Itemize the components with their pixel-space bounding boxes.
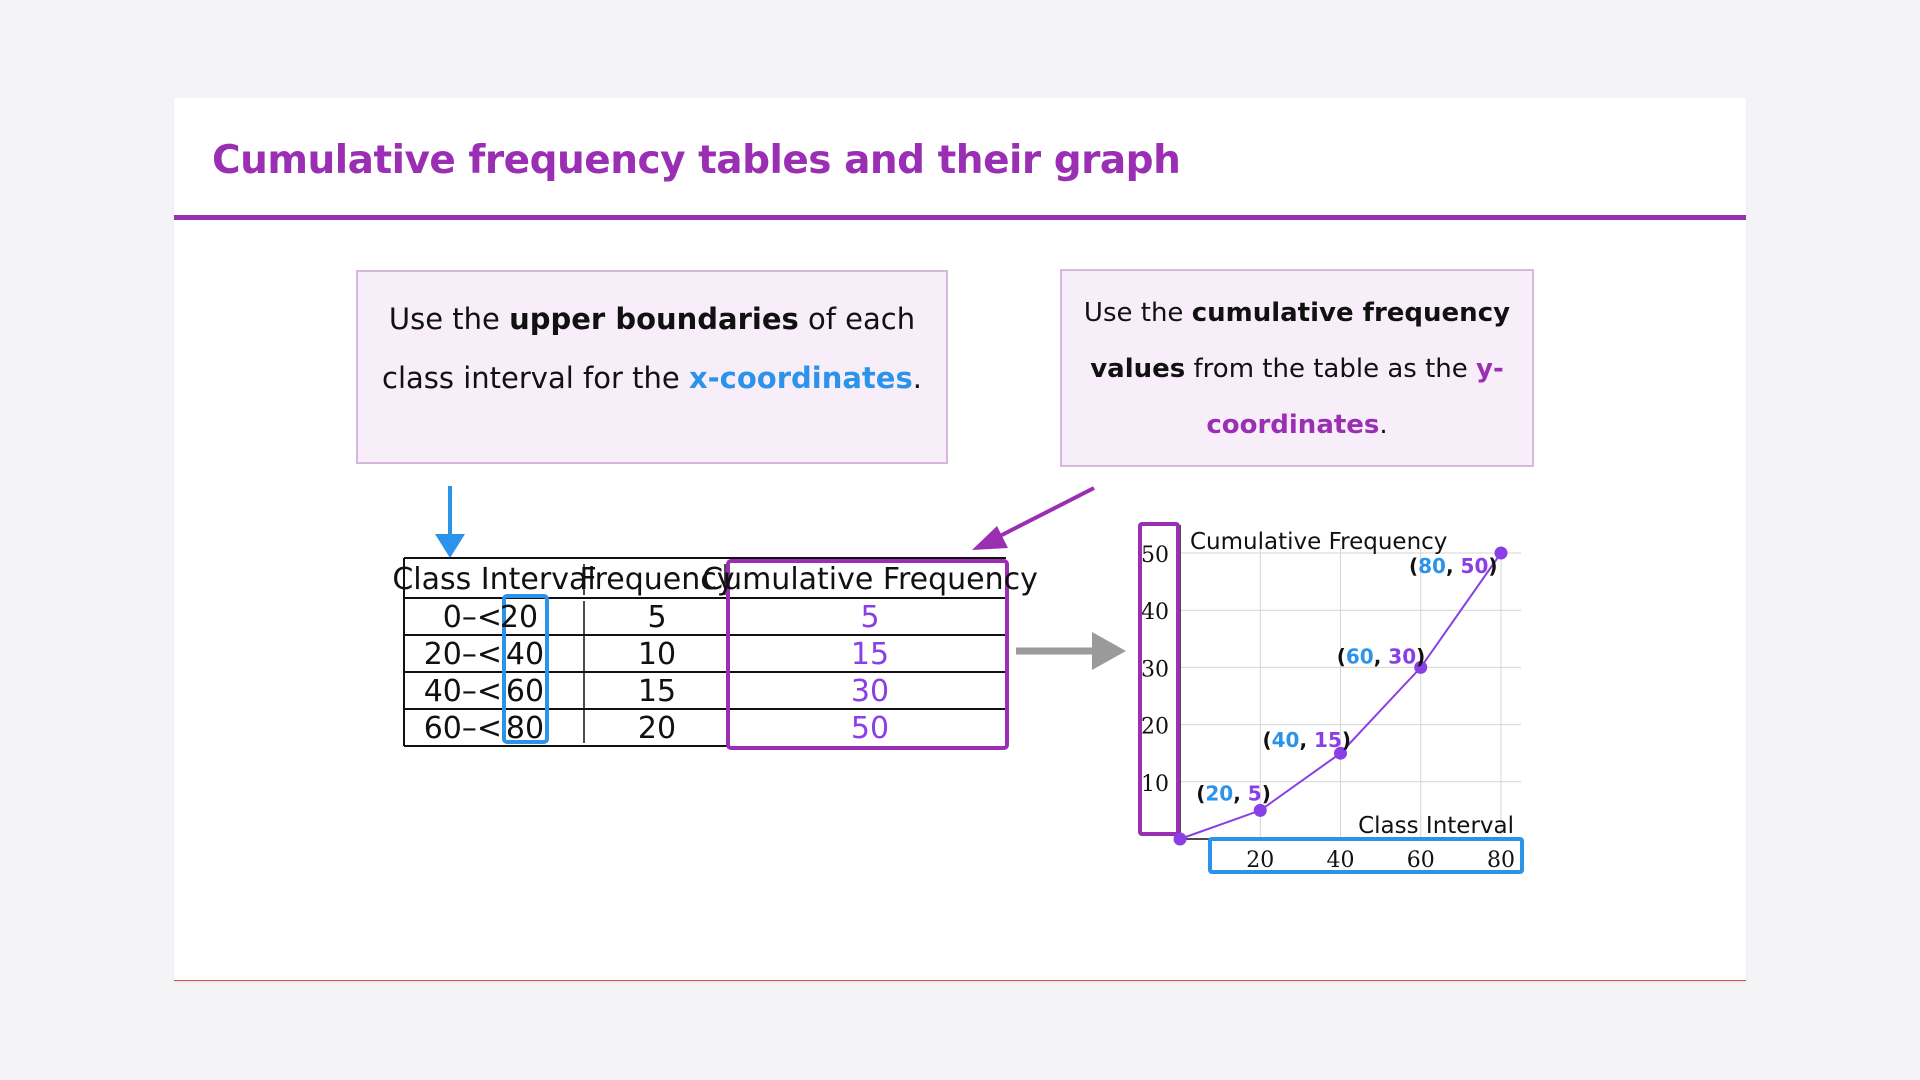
- frequency-cell: 20: [637, 711, 677, 746]
- y-axis-highlight: [1138, 522, 1180, 836]
- data-point: [1253, 803, 1267, 817]
- upper-boundary-highlight: [502, 594, 549, 744]
- interval-upper: 80: [505, 711, 545, 746]
- interval-prefix: 20–<: [423, 637, 502, 672]
- down-arrow-icon: [435, 534, 465, 558]
- y-tick-label: 30: [1141, 657, 1169, 682]
- x-tick-label: 40: [1327, 848, 1355, 873]
- data-label: (80, 50): [1409, 554, 1498, 578]
- interval-upper: 40: [505, 637, 545, 672]
- cumulative-cell: 15: [850, 637, 890, 672]
- x-tick-label: 20: [1246, 848, 1274, 873]
- frequency-cell: 15: [637, 674, 677, 709]
- data-label: (40, 15): [1263, 728, 1352, 752]
- diagonal-arrow-shaft: [995, 486, 1095, 540]
- data-point: [1494, 546, 1508, 560]
- callout-y-coordinates: Use the cumulative frequency values from…: [1060, 269, 1534, 467]
- cumulative-column-highlight: [726, 559, 1009, 750]
- interval-upper: 60: [505, 674, 545, 709]
- x-axis-title: Class Interval: [1358, 813, 1514, 839]
- interval-prefix: 0–<: [442, 600, 502, 635]
- callout-right-middle: from the table as the: [1185, 354, 1477, 384]
- callout-left-prefix: Use the: [388, 302, 510, 336]
- data-label: (20, 5): [1196, 781, 1271, 805]
- y-tick-label: 40: [1141, 600, 1169, 625]
- data-point: [1173, 832, 1187, 846]
- header-cumulative-frequency: Cumulative Frequency: [702, 562, 1038, 597]
- y-tick-label: 20: [1141, 715, 1169, 740]
- right-arrow-icon: [1092, 632, 1126, 670]
- slide: Cumulative frequency tables and their gr…: [174, 98, 1746, 981]
- y-axis-title: Cumulative Frequency: [1190, 529, 1447, 555]
- cumulative-cell: 30: [850, 674, 890, 709]
- cumulative-cell: 50: [850, 711, 890, 746]
- x-axis-highlight: [1208, 837, 1524, 874]
- cumulative-cell: 5: [860, 600, 880, 635]
- header-class-interval: Class Interval: [392, 562, 596, 597]
- cumulative-frequency-chart: 10 20 30 40 50 20 40 60 80 Cumulative FrequencyCl…: [1138, 522, 1524, 874]
- interval-upper: 20: [499, 600, 539, 635]
- title-divider: [174, 215, 1746, 220]
- frequency-cell: 10: [637, 637, 677, 672]
- x-tick-label: 80: [1487, 848, 1515, 873]
- interval-prefix: 60–<: [423, 711, 502, 746]
- page-title: Cumulative frequency tables and their gr…: [212, 138, 1181, 183]
- callout-right-suffix: .: [1379, 410, 1388, 440]
- data-point: [1334, 746, 1347, 760]
- callout-right-prefix: Use the: [1083, 298, 1192, 328]
- callout-left-highlight: x-coordinates: [688, 361, 913, 395]
- data-label: (60, 30): [1337, 644, 1426, 668]
- diagram-overlay: [403, 486, 1126, 750]
- callout-right-bold: cumulative frequency values: [1090, 298, 1511, 384]
- header-frequency: Frequency: [579, 562, 735, 597]
- y-tick-label: 10: [1141, 772, 1169, 797]
- frequency-cell: 5: [647, 600, 667, 635]
- y-tick-label: 50: [1141, 543, 1169, 568]
- data-point: [1414, 660, 1428, 674]
- x-tick-label: 60: [1407, 848, 1435, 873]
- callout-left-suffix: .: [912, 361, 922, 395]
- callout-right-highlight: y-coordinates: [1206, 354, 1504, 440]
- diagonal-arrow-icon: [972, 526, 1008, 550]
- callout-left-middle: of each class interval for the: [382, 302, 916, 395]
- callout-x-coordinates: Use the upper boundaries of each class i…: [356, 270, 948, 464]
- interval-prefix: 40–<: [423, 674, 502, 709]
- callout-left-bold: upper boundaries: [509, 302, 799, 336]
